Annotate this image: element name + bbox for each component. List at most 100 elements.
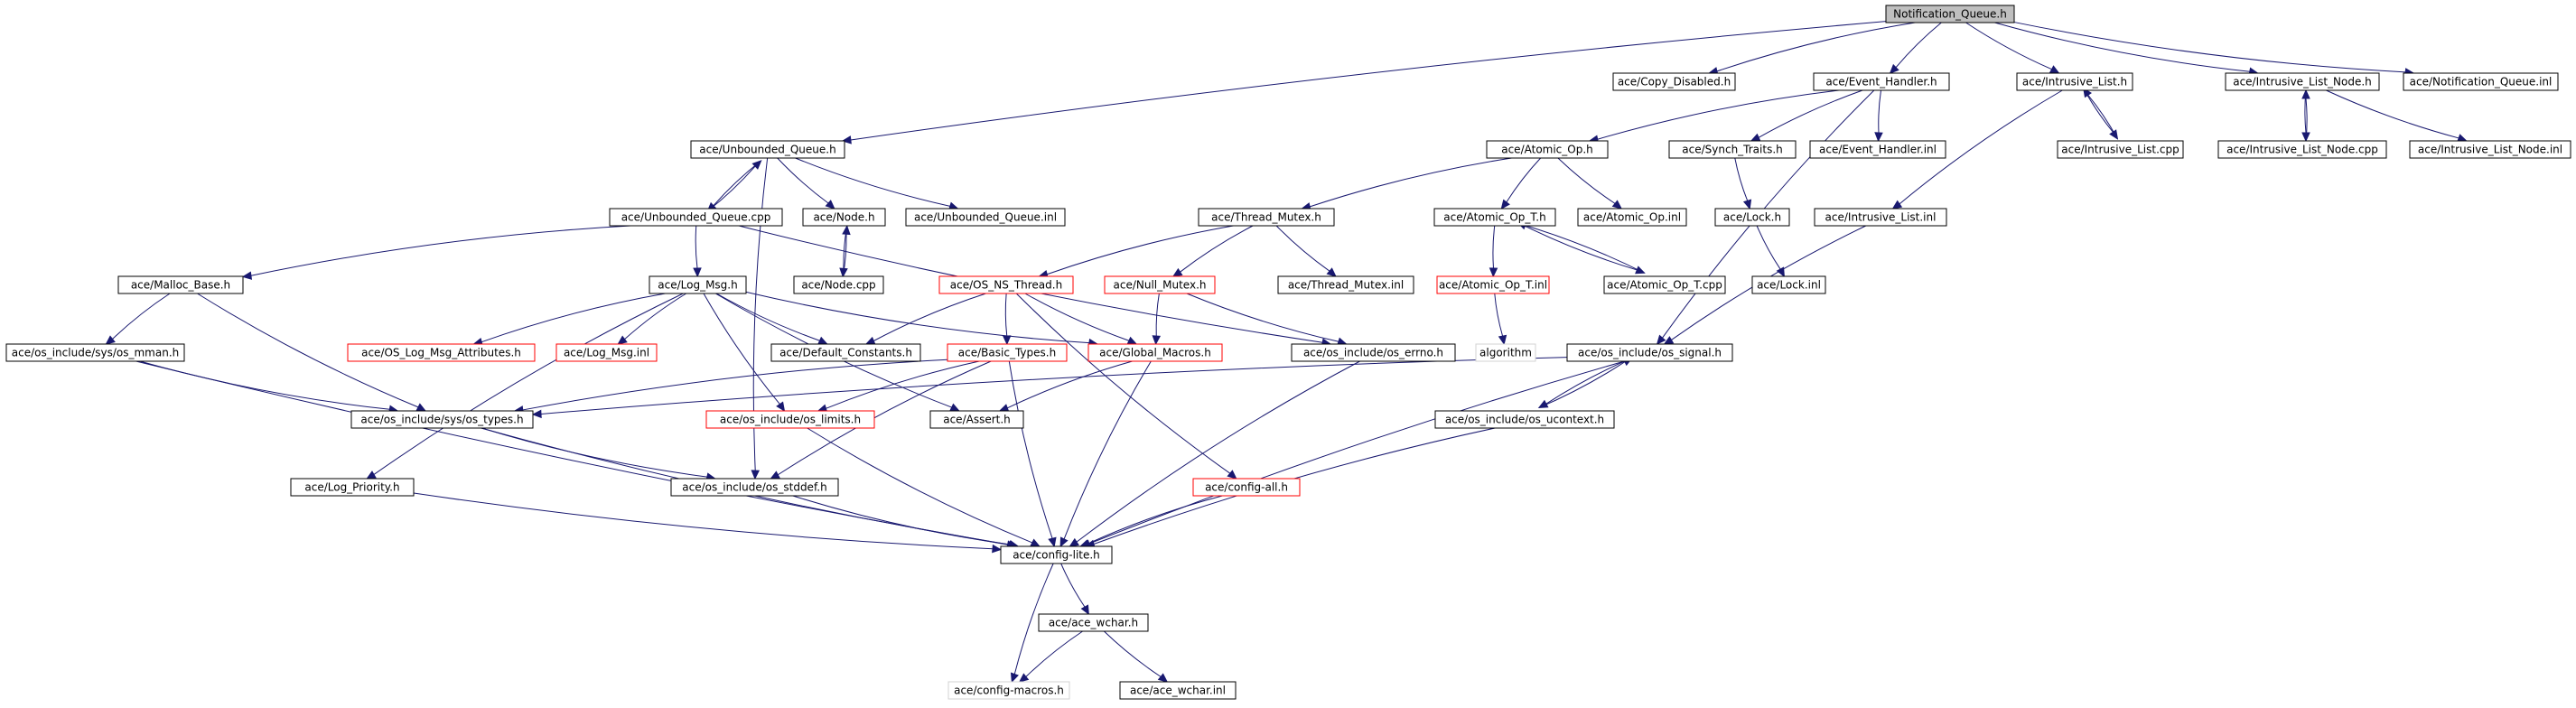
node-ace-basic-types-h[interactable]: ace/Basic_Types.h [947,343,1068,362]
node-box[interactable] [350,410,534,429]
node-ace-copy-disabled-h[interactable]: ace/Copy_Disabled.h [1612,72,1736,91]
node-ace-config-all-h[interactable]: ace/config-all.h [1192,478,1301,497]
node-box[interactable] [1475,343,1536,362]
node-ace-global-macros-h[interactable]: ace/Global_Macros.h [1087,343,1223,362]
node-box[interactable] [290,478,415,497]
node-ace-intrusive-list-h[interactable]: ace/Intrusive_List.h [2016,72,2133,91]
node-ace-ace-wchar-inl[interactable]: ace/ace_wchar.inl [1119,681,1237,700]
node-algorithm[interactable]: algorithm [1475,343,1536,362]
node-box[interactable] [5,343,185,362]
node-box[interactable] [1436,275,1550,294]
node-box[interactable] [1885,5,2015,23]
node-box[interactable] [2225,72,2380,91]
node-ace-intrusive-list-node-h[interactable]: ace/Intrusive_List_Node.h [2225,72,2380,91]
node-box[interactable] [1612,72,1736,91]
node-box[interactable] [947,681,1070,700]
node-ace-log-priority-h[interactable]: ace/Log_Priority.h [290,478,415,497]
node-box[interactable] [649,275,747,294]
node-box[interactable] [2016,72,2133,91]
node-box[interactable] [690,140,845,159]
node-ace-atomic-op-inl[interactable]: ace/Atomic_Op.inl [1577,208,1687,227]
node-box[interactable] [670,478,839,497]
node-ace-intrusive-list-node-cpp[interactable]: ace/Intrusive_List_Node.cpp [2217,140,2387,159]
node-ace-os-include-os-signal-h[interactable]: ace/os_include/os_signal.h [1566,343,1733,362]
node-box[interactable] [929,410,1024,429]
node-ace-malloc-base-h[interactable]: ace/Malloc_Base.h [117,275,244,294]
node-box[interactable] [938,275,1074,294]
node-ace-notification-queue-inl[interactable]: ace/Notification_Queue.inl [2403,72,2559,91]
node-box[interactable] [1198,208,1335,227]
node-ace-synch-traits-h[interactable]: ace/Synch_Traits.h [1668,140,1797,159]
node-box[interactable] [1087,343,1223,362]
node-ace-os-include-sys-os-mman-h[interactable]: ace/os_include/sys/os_mman.h [5,343,185,362]
node-box[interactable] [1038,613,1149,632]
node-ace-unbounded-queue-inl[interactable]: ace/Unbounded_Queue.inl [905,208,1066,227]
node-ace-os-log-msg-attributes-h[interactable]: ace/OS_Log_Msg_Attributes.h [347,343,536,362]
node-ace-intrusive-list-cpp[interactable]: ace/Intrusive_List.cpp [2057,140,2184,159]
node-ace-atomic-op-t-h[interactable]: ace/Atomic_Op_T.h [1433,208,1556,227]
node-ace-lock-inl[interactable]: ace/Lock.inl [1751,275,1826,294]
node-box[interactable] [802,208,886,227]
node-box[interactable] [609,208,783,227]
node-box[interactable] [1291,343,1456,362]
node-ace-node-h[interactable]: ace/Node.h [802,208,886,227]
node-box[interactable] [1566,343,1733,362]
node-box[interactable] [347,343,536,362]
node-box[interactable] [2409,140,2571,159]
node-ace-config-macros-h[interactable]: ace/config-macros.h [947,681,1070,700]
node-notification-queue-h[interactable]: Notification_Queue.h [1885,5,2015,23]
node-box[interactable] [1104,275,1216,294]
node-box[interactable] [1668,140,1797,159]
node-ace-ace-wchar-h[interactable]: ace/ace_wchar.h [1038,613,1149,632]
node-box[interactable] [1433,208,1556,227]
node-box[interactable] [947,343,1068,362]
node-box[interactable] [1577,208,1687,227]
node-ace-atomic-op-h[interactable]: ace/Atomic_Op.h [1486,140,1609,159]
node-ace-log-msg-inl[interactable]: ace/Log_Msg.inl [555,343,658,362]
node-box[interactable] [555,343,658,362]
node-ace-os-include-sys-os-types-h[interactable]: ace/os_include/sys/os_types.h [350,410,534,429]
node-ace-event-handler-inl[interactable]: ace/Event_Handler.inl [1809,140,1946,159]
node-ace-atomic-op-t-inl[interactable]: ace/Atomic_Op_T.inl [1436,275,1550,294]
node-box[interactable] [1192,478,1301,497]
node-box[interactable] [2217,140,2387,159]
node-ace-unbounded-queue-cpp[interactable]: ace/Unbounded_Queue.cpp [609,208,783,227]
node-box[interactable] [1714,208,1790,227]
node-box[interactable] [1813,72,1950,91]
node-ace-intrusive-list-node-inl[interactable]: ace/Intrusive_List_Node.inl [2409,140,2571,159]
node-box[interactable] [1434,410,1615,429]
node-ace-os-include-os-limits-h[interactable]: ace/os_include/os_limits.h [705,410,875,429]
node-box[interactable] [1119,681,1237,700]
node-box[interactable] [905,208,1066,227]
node-ace-config-lite-h[interactable]: ace/config-lite.h [1000,545,1113,564]
node-ace-os-include-os-ucontext-h[interactable]: ace/os_include/os_ucontext.h [1434,410,1615,429]
node-box[interactable] [1277,275,1414,294]
node-ace-node-cpp[interactable]: ace/Node.cpp [793,275,884,294]
node-box[interactable] [705,410,875,429]
node-ace-default-constants-h[interactable]: ace/Default_Constants.h [770,343,921,362]
node-ace-os-include-os-errno-h[interactable]: ace/os_include/os_errno.h [1291,343,1456,362]
node-ace-thread-mutex-inl[interactable]: ace/Thread_Mutex.inl [1277,275,1414,294]
node-ace-lock-h[interactable]: ace/Lock.h [1714,208,1790,227]
node-box[interactable] [1814,208,1947,227]
node-ace-atomic-op-t-cpp[interactable]: ace/Atomic_Op_T.cpp [1603,275,1726,294]
node-ace-thread-mutex-h[interactable]: ace/Thread_Mutex.h [1198,208,1335,227]
node-box[interactable] [1751,275,1826,294]
node-ace-unbounded-queue-h[interactable]: ace/Unbounded_Queue.h [690,140,845,159]
node-box[interactable] [117,275,244,294]
node-box[interactable] [770,343,921,362]
node-box[interactable] [2403,72,2559,91]
node-ace-intrusive-list-inl[interactable]: ace/Intrusive_List.inl [1814,208,1947,227]
node-box[interactable] [1486,140,1609,159]
node-box[interactable] [1809,140,1946,159]
node-ace-event-handler-h[interactable]: ace/Event_Handler.h [1813,72,1950,91]
node-ace-os-ns-thread-h[interactable]: ace/OS_NS_Thread.h [938,275,1074,294]
node-box[interactable] [1603,275,1726,294]
node-box[interactable] [793,275,884,294]
node-box[interactable] [2057,140,2184,159]
node-ace-assert-h[interactable]: ace/Assert.h [929,410,1024,429]
node-box[interactable] [1000,545,1113,564]
node-ace-log-msg-h[interactable]: ace/Log_Msg.h [649,275,747,294]
node-ace-os-include-os-stddef-h[interactable]: ace/os_include/os_stddef.h [670,478,839,497]
node-ace-null-mutex-h[interactable]: ace/Null_Mutex.h [1104,275,1216,294]
